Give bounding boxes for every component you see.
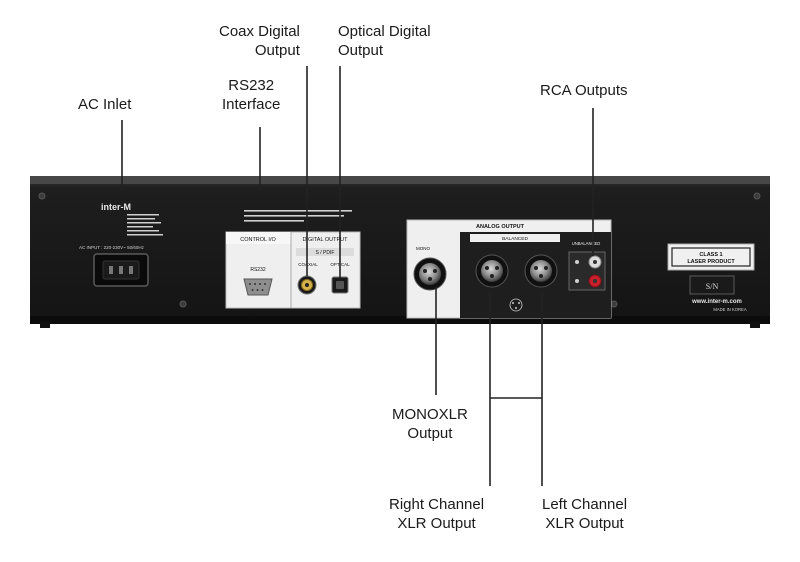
analog-output-label: ANALOG OUTPUT [476, 224, 525, 230]
callout-mono-line2: Output [407, 425, 453, 442]
callout-mono: MONOXLR Output [392, 405, 468, 443]
callout-right-xlr: Right Channel XLR Output [389, 495, 484, 533]
io-label-panel: CONTROL I/O DIGITAL OUTPUT RS232 S / PDI… [225, 231, 361, 309]
mono-label: MONO [416, 246, 430, 251]
unbalanced-label: UNBALANCED [572, 241, 601, 246]
class1-line2: LASER PRODUCT [687, 259, 735, 265]
callout-coax-line1: Coax Digital [219, 23, 300, 40]
callout-right-line1: Right Channel [389, 496, 485, 513]
callout-mono-line1: MONOXLR [392, 406, 468, 423]
callout-ac-inlet-text: AC Inlet [78, 96, 132, 113]
callout-rs232-line1: RS232 [228, 77, 275, 94]
leader-lines [121, 66, 594, 486]
ac-input-text: AC INPUT : 220-230V~ 50/60Hz [79, 245, 145, 250]
analog-output-panel: ANALOG OUTPUT MONO BALANCED UNBALANCED [406, 219, 612, 319]
callout-left-line1: Left Channel [542, 496, 628, 513]
callout-rs232: RS232 Interface [222, 76, 280, 114]
chassis [30, 176, 770, 328]
callout-ac-inlet: AC Inlet [78, 95, 131, 114]
ac-inlet-area: inter-M AC INPUT : 220-230V~ 50/60Hz [79, 202, 163, 287]
callout-rca: RCA Outputs [540, 81, 628, 100]
callout-rs232-line2: Interface [222, 96, 281, 113]
callout-rca-text: RCA Outputs [540, 82, 628, 99]
callout-optical-line2: Output [338, 42, 384, 59]
made-in-label: MADE IN KOREA [713, 307, 746, 312]
balanced-label: BALANCED [502, 236, 528, 242]
spdif-label: S / PDIF [316, 250, 335, 256]
callout-coax: Coax Digital Output [219, 22, 300, 60]
callout-optical: Optical Digital Output [338, 22, 431, 60]
callout-left-line2: XLR Output [545, 515, 624, 532]
class1-label-area: CLASS 1 LASER PRODUCT S/N www.inter-m.co… [667, 243, 755, 312]
class1-line1: CLASS 1 [699, 252, 722, 258]
brand-logo: inter-M [101, 202, 131, 212]
rs232-db9-connector [243, 278, 273, 296]
callout-left-xlr: Left Channel XLR Output [542, 495, 627, 533]
serial-label: S/N [706, 282, 719, 291]
coaxial-label: COAXIAL [298, 262, 318, 267]
website-label: www.inter-m.com [691, 299, 742, 305]
callout-right-line2: XLR Output [397, 515, 476, 532]
warning-text-block [244, 210, 352, 222]
callout-optical-line1: Optical Digital [338, 23, 431, 40]
digital-output-label: DIGITAL OUTPUT [303, 237, 349, 243]
callout-coax-line2: Output [254, 42, 300, 59]
control-io-label: CONTROL I/O [240, 237, 276, 243]
rs232-label: RS232 [250, 267, 266, 273]
